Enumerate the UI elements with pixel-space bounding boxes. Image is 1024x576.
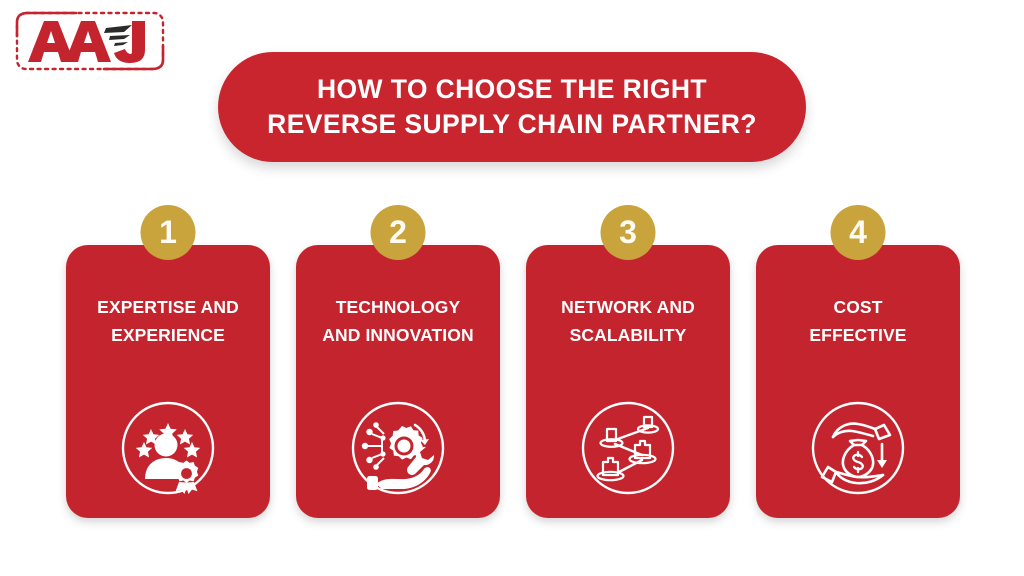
card-title-3-line-1: NETWORK AND [561,297,695,317]
expertise-person-stars-award-icon [116,396,220,500]
factor-card-expertise-and-experience[interactable]: 1 EXPERTISE AND EXPERIENCE [66,205,270,518]
card-number-4: 4 [849,214,867,250]
aaj-logo [14,10,166,72]
cost-hands-money-bag-arrow-icon [806,396,910,500]
card-title-4-line-1: COST [833,297,883,317]
factor-card-network-and-scalability[interactable]: 3 NETWORK AND SCALABILITY [526,205,730,518]
card-title-1-line-1: EXPERTISE AND [97,297,239,317]
card-title-3-line-2: SCALABILITY [569,325,687,346]
card-number-badge-1: 1 [140,205,196,260]
card-title-2-line-2: AND INNOVATION [322,325,474,346]
card-title-3: NETWORK AND SCALABILITY [530,293,726,350]
card-title-4: COST EFFECTIVE [760,293,956,350]
factor-card-cost-effective[interactable]: 4 COST EFFECTIVE [756,205,960,518]
factor-card-row: 1 EXPERTISE AND EXPERIENCE [66,205,960,518]
card-number-3: 3 [619,214,637,250]
card-number-badge-4: 4 [830,205,886,260]
card-number-badge-3: 3 [600,205,656,260]
page-title-line-2: REVERSE SUPPLY CHAIN PARTNER? [267,109,757,139]
technology-hand-gear-wrench-icon [346,396,450,500]
card-number-2: 2 [389,214,407,250]
card-title-4-line-2: EFFECTIVE [809,325,907,346]
page-title-banner: HOW TO CHOOSE THE RIGHT REVERSE SUPPLY C… [218,52,806,162]
factor-card-technology-and-innovation[interactable]: 2 TECHNOLOGY AND INNOVATION [296,205,500,518]
card-title-2-line-1: TECHNOLOGY [335,297,461,317]
card-title-2: TECHNOLOGY AND INNOVATION [300,293,496,350]
card-title-1: EXPERTISE AND EXPERIENCE [70,293,266,350]
page-title-line-1: HOW TO CHOOSE THE RIGHT [316,74,708,105]
card-title-1-line-2: EXPERIENCE [111,325,225,346]
card-number-1: 1 [159,214,177,250]
card-number-badge-2: 2 [370,205,426,260]
network-connected-nodes-icon [576,396,680,500]
